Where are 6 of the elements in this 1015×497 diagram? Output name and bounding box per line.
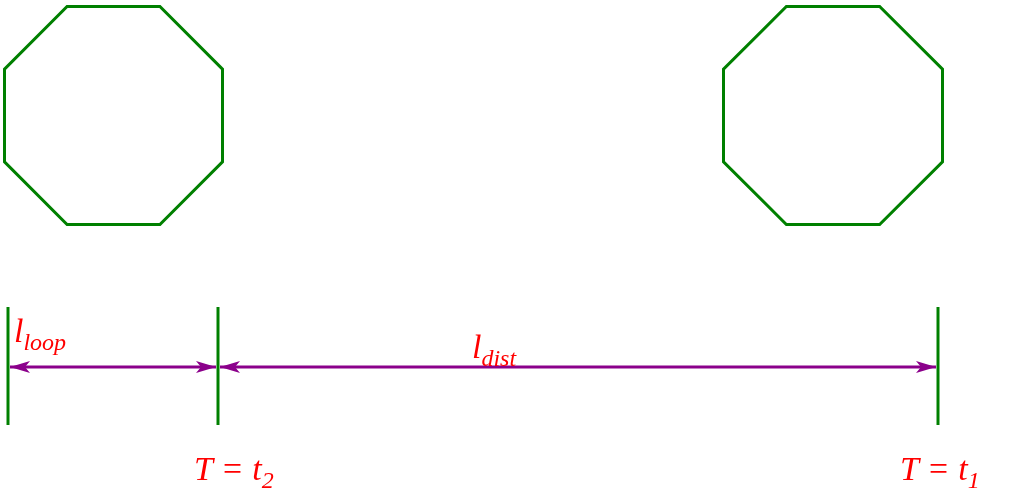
dimension-label: T = t$_{1}$ <box>900 452 980 492</box>
octagon-shape <box>722 5 944 226</box>
dimension-label: l$_{dist}$ <box>472 330 517 370</box>
dimension-label: T = t$_{2}$ <box>194 452 274 492</box>
dimension-label: l$_{loop}$ <box>14 314 67 354</box>
octagon-shape <box>3 5 224 226</box>
